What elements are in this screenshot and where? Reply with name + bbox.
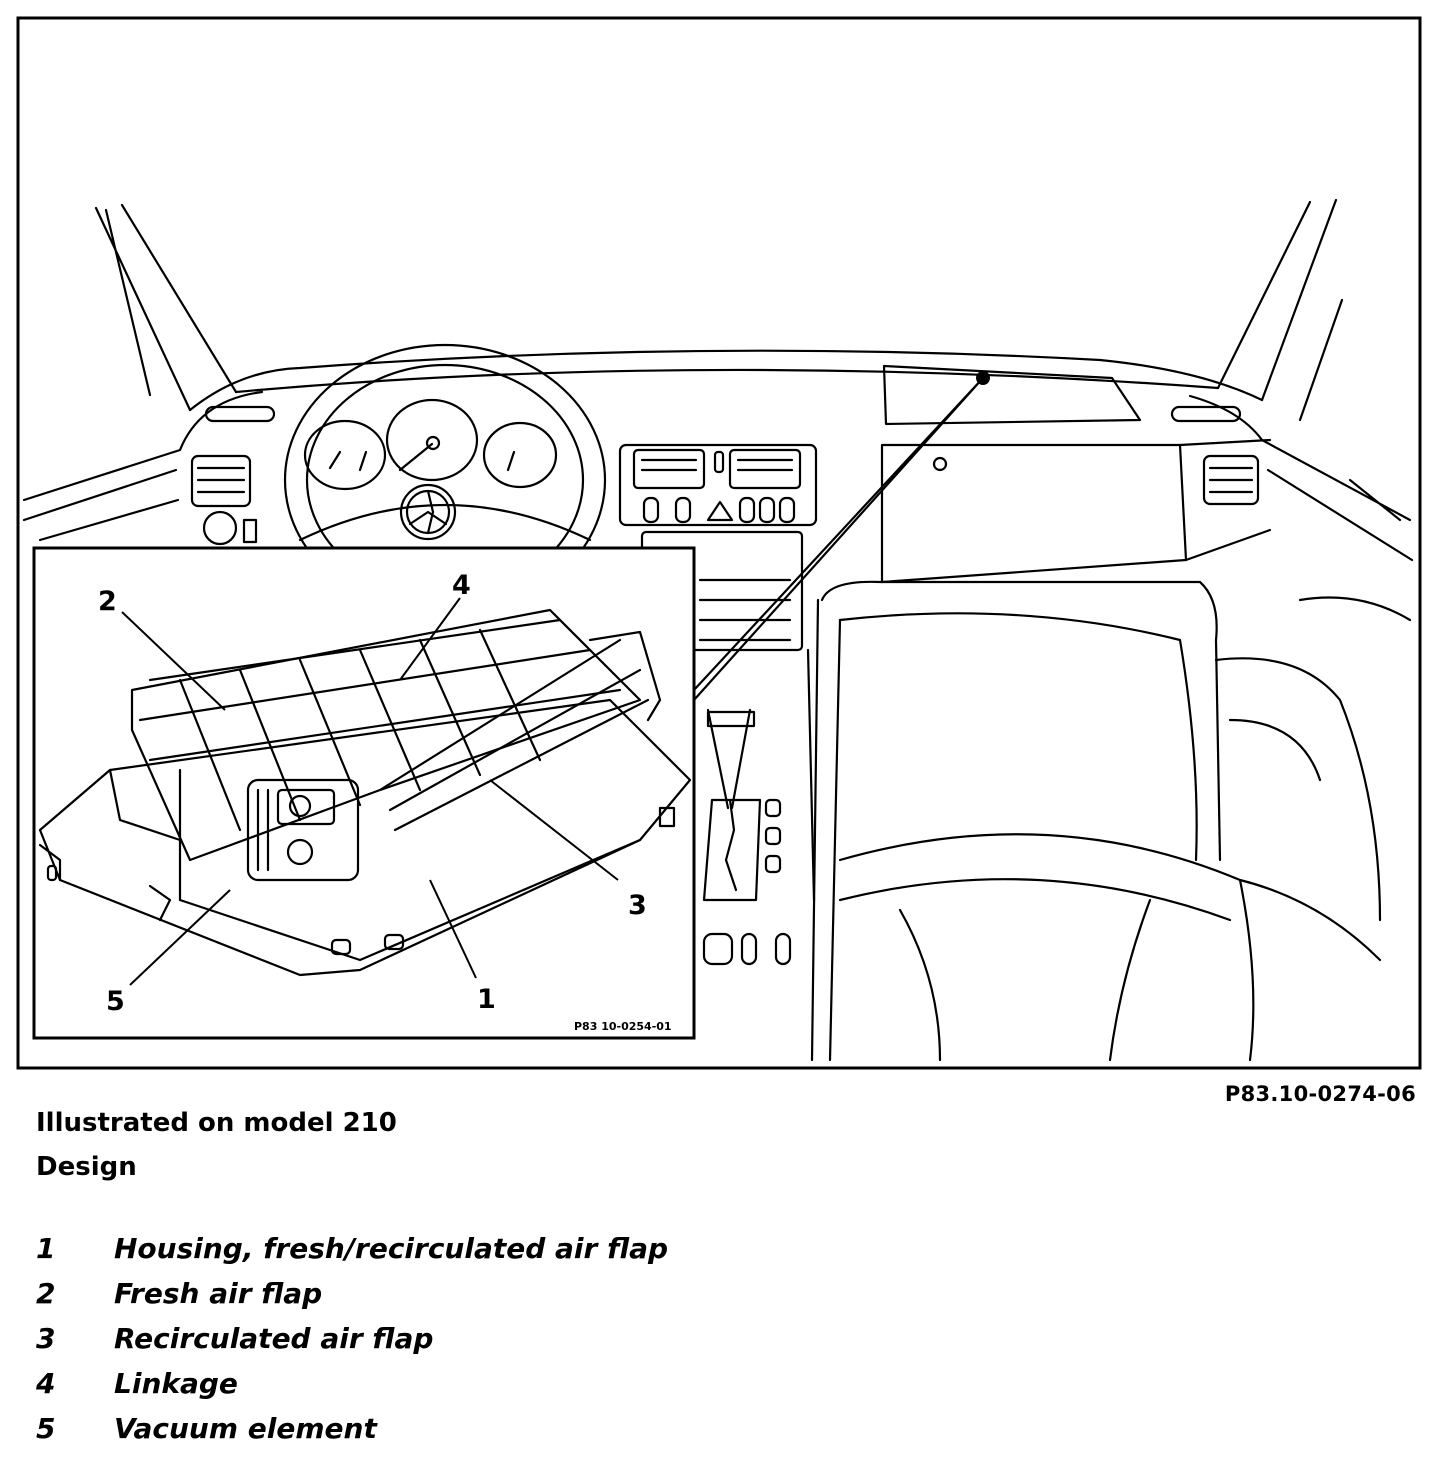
callout-2: 2 (98, 586, 117, 617)
dashboard-diagram: 1 2 3 4 5 P83 10-0254-01 (16, 16, 1422, 1070)
location-marker (976, 371, 990, 385)
callout-1: 1 (477, 984, 496, 1015)
legend-item: 2 Fresh air flap (36, 1271, 668, 1316)
inset-figure-id: P83 10-0254-01 (574, 1020, 672, 1033)
legend-label: Recirculated air flap (114, 1322, 434, 1355)
inset-frame (32, 546, 696, 1040)
legend-number: 5 (36, 1412, 56, 1445)
caption-model: Illustrated on model 210 (36, 1108, 397, 1138)
legend-label: Vacuum element (114, 1412, 377, 1445)
caption-design: Design (36, 1152, 137, 1182)
callout-leaders (121, 597, 619, 986)
callout-4: 4 (452, 570, 471, 601)
parts-legend: 1 Housing, fresh/recirculated air flap 2 F… (36, 1226, 668, 1451)
legend-label: Fresh air flap (114, 1277, 323, 1310)
callout-3: 3 (628, 890, 647, 921)
legend-item: 4 Linkage (36, 1361, 668, 1406)
legend-number: 1 (36, 1232, 56, 1265)
air-flap-housing-drawing (38, 608, 692, 977)
figure-frame (16, 16, 1422, 1070)
legend-number: 2 (36, 1277, 56, 1310)
legend-item: 1 Housing, fresh/recirculated air flap (36, 1226, 668, 1271)
legend-number: 4 (36, 1367, 56, 1400)
legend-item: 5 Vacuum element (36, 1406, 668, 1451)
legend-label: Housing, fresh/recirculated air flap (114, 1232, 669, 1265)
legend-item: 3 Recirculated air flap (36, 1316, 668, 1361)
legend-label: Linkage (114, 1367, 238, 1400)
figure-id: P83.10-0274-06 (1224, 1082, 1416, 1106)
legend-number: 3 (36, 1322, 56, 1355)
callout-5: 5 (106, 986, 125, 1017)
